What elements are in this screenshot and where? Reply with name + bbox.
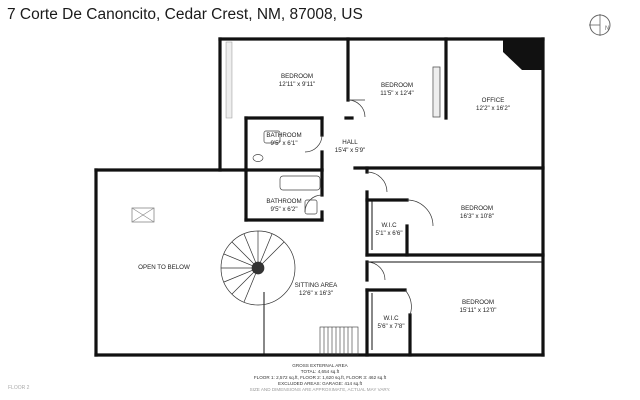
walls	[94, 37, 545, 357]
room-name-bathroom-2: BATHROOM	[266, 198, 301, 205]
room-name-bedroom-4: BEDROOM	[462, 299, 494, 306]
room-dims-bathroom-2: 9'5" x 6'2"	[270, 206, 297, 213]
disclaimer: SIZE AND DIMENSIONS ARE APPROXIMATE, ACT…	[249, 387, 391, 392]
room-dims-hall: 15'4" x 5'9"	[335, 147, 366, 154]
window-strip-office	[432, 66, 441, 118]
spiral-staircase	[220, 230, 296, 306]
room-name-bedroom-3: BEDROOM	[461, 205, 493, 212]
room-dims-bathroom-1: 9'5" x 6'1"	[270, 140, 297, 147]
room-dims-bedroom-4: 15'11" x 12'0"	[460, 307, 497, 314]
room-name-hall: HALL	[342, 139, 358, 146]
room-dims-wic-1: 5'1" x 6'6"	[375, 230, 402, 237]
room-name-office: OFFICE	[482, 97, 505, 104]
floor-label: FLOOR 2	[8, 385, 30, 391]
room-dims-sitting-area: 12'6" x 16'3"	[299, 290, 333, 297]
skylight-symbol	[131, 207, 155, 223]
room-name-bathroom-1: BATHROOM	[266, 132, 301, 139]
gross-area-heading: GROSS EXTERNAL AREA	[292, 363, 348, 368]
north-letter: N	[605, 26, 609, 32]
area-summary: GROSS EXTERNAL AREA TOTAL: 4,654 sq.ft F…	[0, 363, 640, 393]
floor-areas: FLOOR 1: 2,572 sq.ft, FLOOR 2: 1,620 sq.…	[253, 375, 387, 380]
page-title: 7 Corte De Canoncito, Cedar Crest, NM, 8…	[7, 6, 363, 23]
thin-walls	[263, 200, 543, 355]
room-dims-bedroom-2: 11'5" x 12'4"	[380, 90, 413, 97]
window-strip	[225, 41, 233, 119]
room-name-sitting-area: SITTING AREA	[295, 282, 339, 289]
room-dims-bedroom-3: 16'3" x 10'8"	[460, 213, 494, 220]
door-swings	[304, 99, 434, 316]
room-labels: BEDROOM 12'11" x 9'11" BEDROOM 11'5" x 1…	[138, 73, 510, 330]
room-dims-office: 12'2" x 16'2"	[476, 105, 510, 112]
total-area: TOTAL: 4,654 sq.ft	[300, 369, 340, 374]
excluded-areas: EXCLUDED AREAS: GARAGE: 414 sq.ft	[278, 381, 362, 386]
room-name-wic-1: W.I.C	[381, 222, 397, 229]
room-name-bedroom-1: BEDROOM	[281, 73, 313, 80]
room-name-bedroom-2: BEDROOM	[381, 82, 413, 89]
room-name-wic-2: W.I.C	[383, 315, 399, 322]
room-dims-wic-2: 5'6" x 7'8"	[377, 323, 404, 330]
north-arrow-icon: N	[589, 14, 611, 36]
chimney	[503, 39, 543, 70]
room-dims-bedroom-1: 12'11" x 9'11"	[279, 81, 315, 88]
stairs	[319, 326, 359, 356]
room-name-open-to-below: OPEN TO BELOW	[138, 264, 190, 271]
bathroom-fixtures	[252, 130, 321, 215]
